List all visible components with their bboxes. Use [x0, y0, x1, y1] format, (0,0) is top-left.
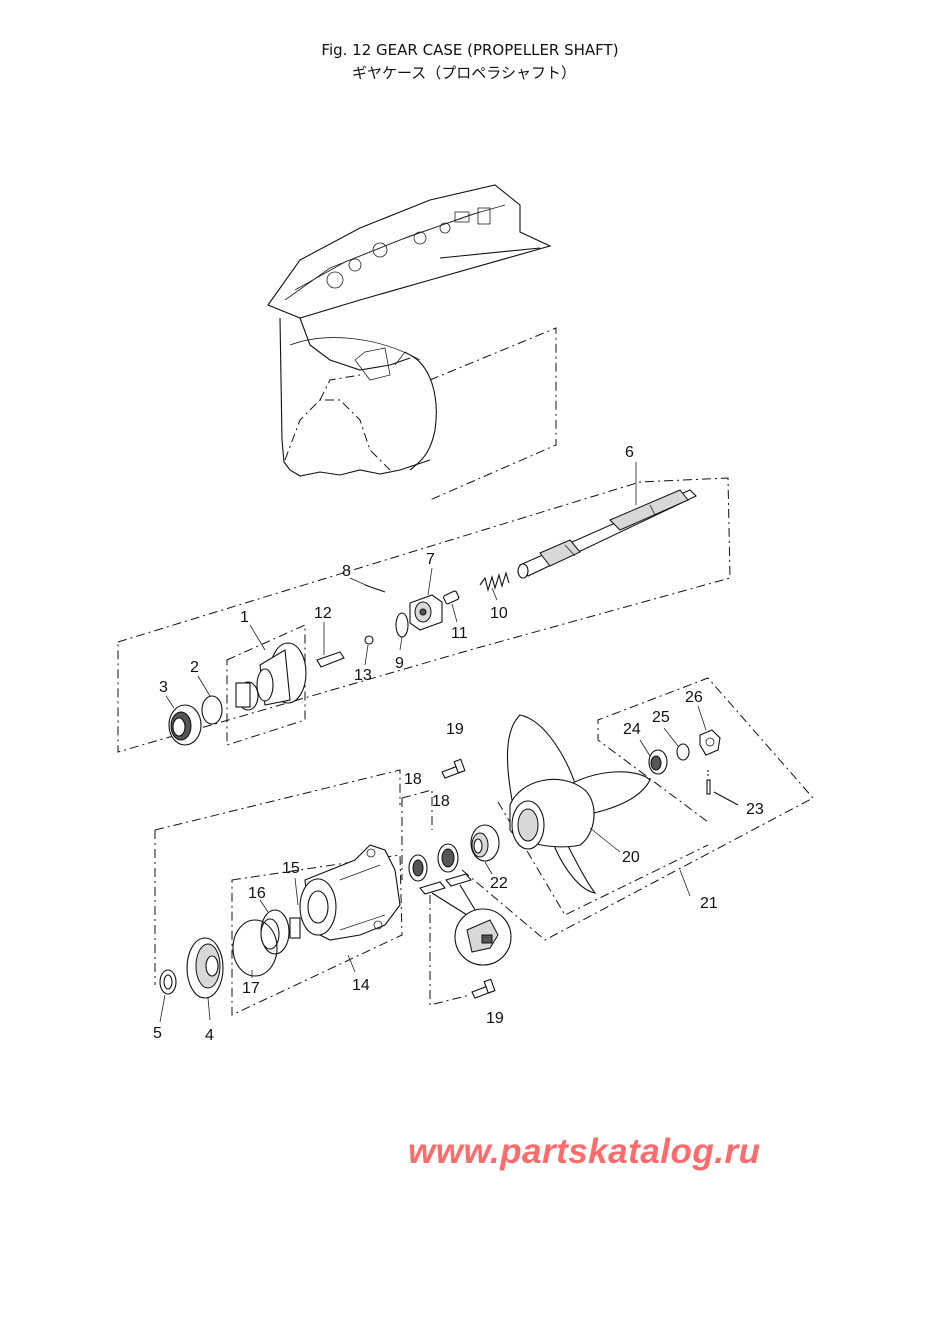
- callout-5: 5: [153, 1025, 162, 1042]
- propeller-group-outline: [461, 677, 814, 941]
- callout-4: 4: [205, 1027, 214, 1044]
- propeller-shaft: [517, 489, 697, 579]
- figure-title: Fig. 12 GEAR CASE (PROPELLER SHAFT): [321, 41, 619, 59]
- callout-6: 6: [625, 444, 634, 461]
- large-o-ring: [232, 919, 278, 977]
- callout-20: 20: [622, 849, 640, 866]
- clutch-dog: [409, 594, 443, 631]
- callout-17: 17: [242, 980, 260, 997]
- shaft-group-outline: [117, 477, 731, 753]
- needle-bearing: [408, 843, 459, 882]
- callout-25: 25: [652, 709, 670, 726]
- callout-10: 10: [490, 605, 508, 622]
- cotter-pin: [706, 770, 739, 806]
- callout-19a: 19: [446, 721, 464, 738]
- washer: [676, 743, 690, 761]
- callout-16: 16: [248, 885, 266, 902]
- leader-lines: [159, 462, 707, 1023]
- gear-case-housing: [267, 184, 552, 477]
- callout-9: 9: [395, 655, 404, 672]
- callout-7: 7: [426, 551, 435, 568]
- detail-callout: [419, 873, 512, 966]
- housing-group-outline: [231, 854, 403, 1016]
- callout-1: 1: [240, 609, 249, 626]
- figure-title-japanese: ギヤケース（プロペラシャフト）: [352, 64, 576, 82]
- forward-gear-group-outline: [226, 624, 306, 746]
- callout-8: 8: [342, 563, 351, 580]
- shift-slider: [316, 651, 345, 668]
- propeller-nut: [699, 729, 721, 756]
- propeller-shaft-housing: [299, 844, 401, 941]
- callout-18b: 18: [432, 793, 450, 810]
- callout-3: 3: [159, 679, 168, 696]
- thrust-washer: [470, 824, 500, 862]
- spacer: [648, 749, 668, 775]
- callout-14: 14: [352, 977, 370, 994]
- shift-plunger: [443, 590, 460, 605]
- cross-pin: [364, 584, 386, 593]
- o-ring: [201, 695, 223, 725]
- oil-seal: [168, 704, 202, 746]
- forward-gear: [235, 642, 307, 711]
- housing-bolt: [441, 758, 496, 999]
- spring: [479, 571, 510, 593]
- callout-2: 2: [190, 659, 199, 676]
- propeller: [506, 714, 651, 894]
- callout-19b: 19: [486, 1010, 504, 1027]
- callout-26: 26: [685, 689, 703, 706]
- steel-ball: [364, 635, 374, 645]
- callout-24: 24: [623, 721, 641, 738]
- callout-21: 21: [700, 895, 718, 912]
- callout-23: 23: [746, 801, 764, 818]
- callout-22: 22: [490, 875, 508, 892]
- callout-15: 15: [282, 860, 300, 877]
- watermark: www.partskatalog.ru: [408, 1132, 761, 1171]
- callout-13: 13: [354, 667, 372, 684]
- clip-ring: [395, 612, 409, 638]
- callout-numbers: 1 2 3 4 5 6 7 8 9 10 11 12 13 14 15 16 1…: [153, 444, 764, 1044]
- lower-group-outline: [154, 769, 401, 831]
- callout-18a: 18: [404, 771, 422, 788]
- shim: [159, 969, 177, 995]
- callout-11: 11: [451, 625, 468, 642]
- callout-12: 12: [314, 605, 332, 622]
- reverse-gear: [186, 937, 224, 999]
- ball-bearing: [260, 909, 301, 955]
